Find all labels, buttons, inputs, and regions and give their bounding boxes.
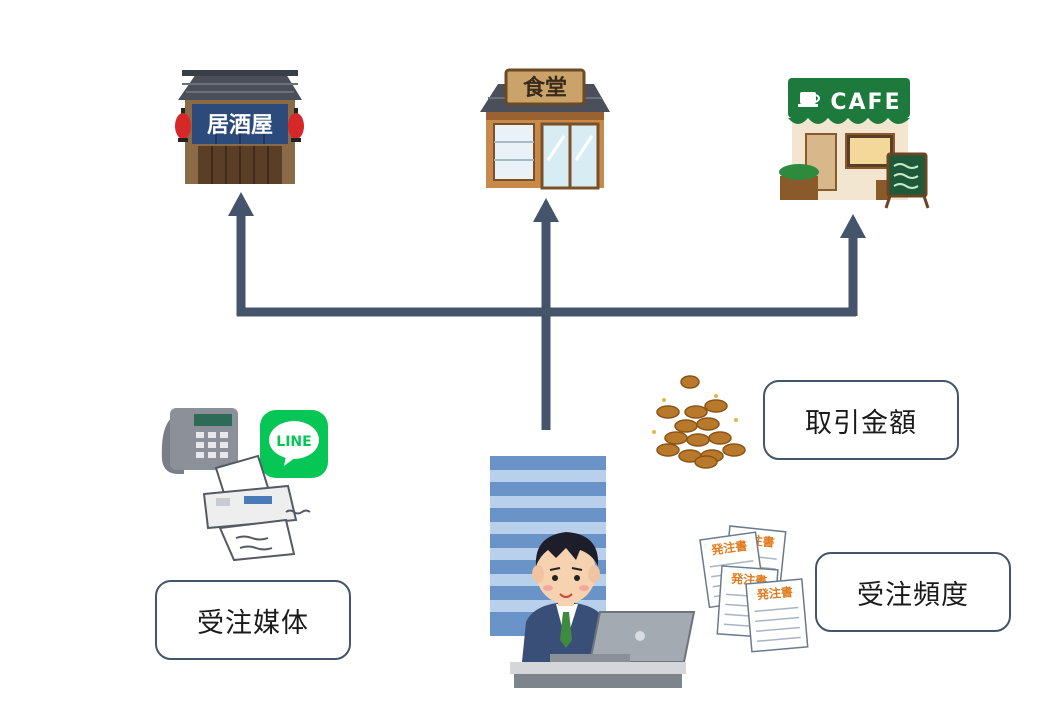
svg-text:発注書: 発注書	[709, 538, 748, 558]
order-frequency-text: 受注頻度	[857, 579, 969, 611]
lantern-left	[175, 108, 191, 142]
cafe-shop-illustration: CAFE	[779, 78, 930, 209]
arrow-head-center	[533, 198, 559, 222]
izakaya-shop-illustration: 居酒屋	[175, 70, 304, 184]
arrow-head-left	[228, 192, 254, 216]
order-medium-text: 受注媒体	[197, 607, 309, 639]
arrow-network	[236, 212, 858, 430]
menu-board	[884, 152, 930, 209]
coffee-cup-icon	[798, 92, 820, 107]
shokudo-sign-text: 食堂	[523, 75, 567, 101]
transaction-amount-text: 取引金額	[805, 407, 917, 439]
fax-machine-illustration	[202, 454, 311, 562]
order-frequency-label: 受注頻度	[815, 552, 1011, 632]
cafe-sign-text: CAFE	[830, 90, 901, 115]
izakaya-sign-text: 居酒屋	[207, 113, 273, 138]
desk	[510, 662, 686, 688]
order-sheets-illustration: 発注書 発注書 発注書 発注書	[699, 525, 809, 653]
telephone-illustration	[161, 408, 238, 474]
businessman-illustration	[522, 532, 610, 662]
coin-pile-illustration	[652, 375, 746, 469]
line-app-label: LINE	[276, 434, 311, 450]
line-app-icon: LINE	[260, 410, 328, 478]
transaction-amount-label: 取引金額	[763, 380, 959, 460]
order-sheet: 発注書	[745, 578, 809, 653]
shokudo-shop-illustration: 食堂	[480, 68, 610, 190]
order-medium-label: 受注媒体	[155, 580, 351, 660]
svg-text:発注書: 発注書	[755, 584, 793, 602]
arrow-head-right	[840, 214, 866, 238]
lantern-right	[288, 108, 304, 142]
